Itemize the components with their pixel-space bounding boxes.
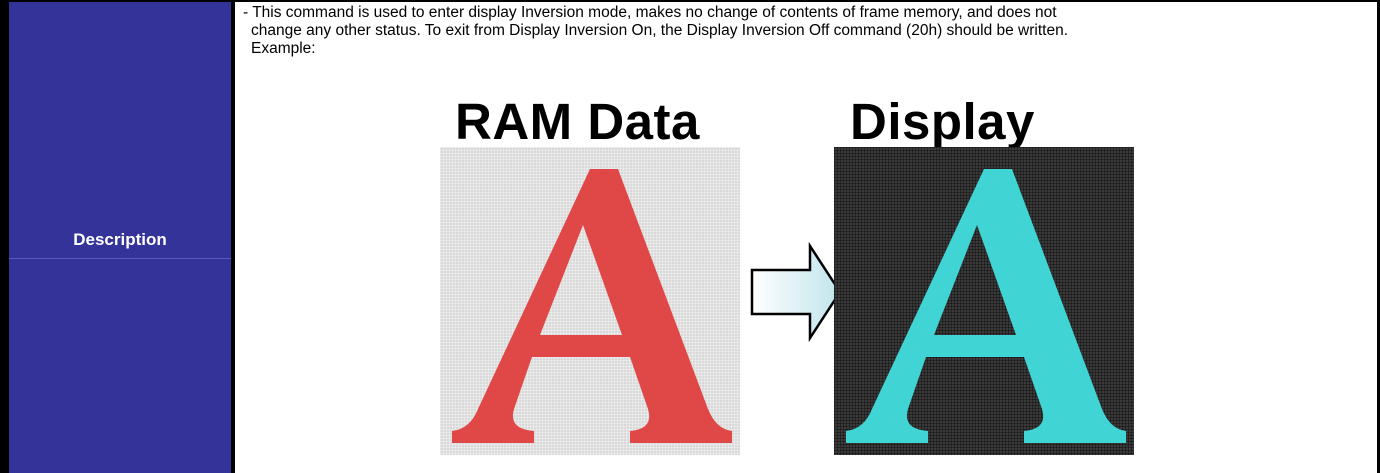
ram-glyph-a bbox=[452, 169, 732, 443]
label-cell bbox=[9, 2, 231, 473]
display-title: Display bbox=[850, 93, 1035, 150]
description-text: - This command is used to enter display … bbox=[243, 4, 1365, 58]
description-cell: - This command is used to enter display … bbox=[235, 2, 1377, 473]
table-border-left bbox=[0, 0, 9, 473]
ram-data-panel bbox=[440, 147, 740, 455]
display-glyph-a bbox=[846, 169, 1126, 443]
description-line-2: change any other status. To exit from Di… bbox=[251, 22, 1069, 39]
label-cell-underline bbox=[9, 258, 231, 259]
right-arrow-icon bbox=[748, 242, 844, 342]
table-border-top bbox=[0, 0, 1380, 2]
ram-data-title: RAM Data bbox=[455, 93, 700, 150]
cell-divider bbox=[231, 2, 235, 473]
table-border-right bbox=[1377, 0, 1380, 473]
description-line-1: - This command is used to enter display … bbox=[243, 4, 1057, 21]
row-label: Description bbox=[73, 230, 167, 249]
description-line-3: Example: bbox=[251, 40, 316, 57]
display-panel bbox=[834, 147, 1134, 455]
